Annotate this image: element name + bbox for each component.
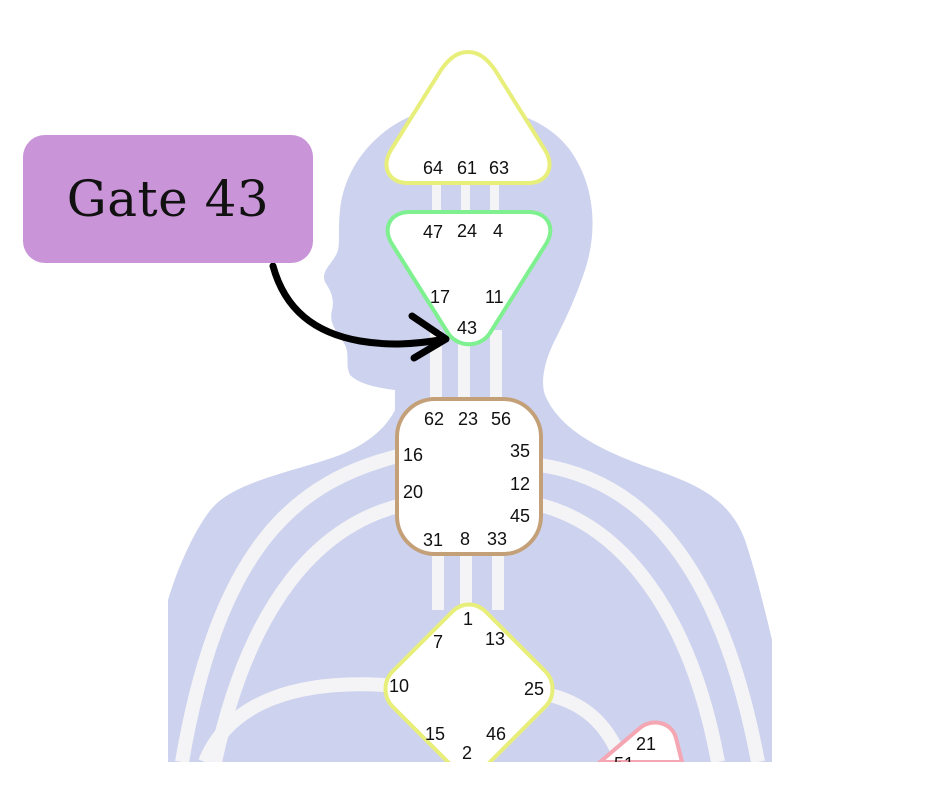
gate-47: 47 [423,222,443,242]
channel-throat-g-1 [432,550,444,610]
gate-10: 10 [389,676,409,696]
arrow [269,262,450,362]
channels [175,185,765,762]
channel-throat-g-2 [460,550,472,605]
channel-arc-right-inner [538,498,725,762]
heart-center[interactable] [596,720,685,762]
gate-51: 51 [614,754,634,774]
gate-1: 1 [463,609,473,629]
gate-62: 62 [424,409,444,429]
channel-g-left [198,677,386,762]
ajna-center[interactable] [385,210,553,347]
gate-45: 45 [510,506,530,526]
g-center[interactable] [383,602,555,774]
channel-arc-right-outer [538,458,765,762]
gate-4: 4 [493,221,503,241]
gate-25: 25 [524,679,544,699]
gate-13: 13 [485,629,505,649]
channel-throat-g-3 [492,550,504,610]
gate-16: 16 [403,445,423,465]
gate-46: 46 [486,724,506,744]
gate-12: 12 [510,474,530,494]
gate-43: 43 [457,318,477,338]
gate-7: 7 [433,632,443,652]
gate-23: 23 [458,409,478,429]
throat-center[interactable] [395,397,543,556]
gate-17: 17 [430,287,450,307]
gate-20: 20 [403,482,423,502]
channel-arc-left-inner [208,498,404,762]
channel-head-ajna-1 [432,185,441,215]
gate-35: 35 [510,441,530,461]
gate-8: 8 [460,529,470,549]
arrow-head-icon [408,312,450,362]
gate-64: 64 [423,158,443,178]
gate-15: 15 [425,724,445,744]
gate-63: 63 [489,158,509,178]
channel-head-ajna-2 [461,185,470,215]
channel-head-ajna-3 [490,185,499,215]
channel-ajna-throat-3 [490,330,502,405]
gate-33: 33 [487,529,507,549]
head-center[interactable] [384,49,552,185]
gate-56: 56 [491,409,511,429]
gate-61: 61 [457,158,477,178]
gate-2: 2 [462,743,472,763]
gate-31: 31 [423,530,443,550]
gate-callout: Gate 43 [23,135,313,263]
gate-24: 24 [457,221,477,241]
gate-21: 21 [636,734,656,754]
gate-callout-label: Gate 43 [66,170,270,228]
arrow-shaft [269,262,444,348]
gate-11: 11 [485,287,504,307]
channel-ajna-throat-2 [458,340,470,405]
channel-arc-left-outer [175,448,404,762]
